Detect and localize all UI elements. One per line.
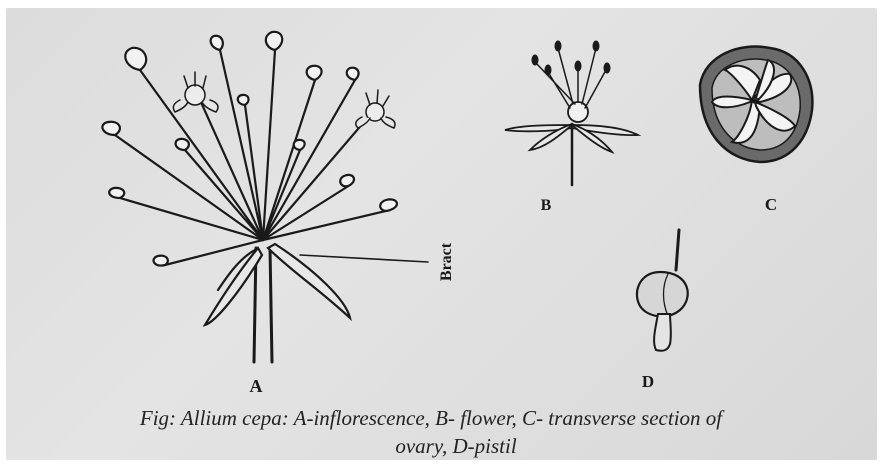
label-d: D xyxy=(642,372,654,391)
label-b: B xyxy=(541,197,552,214)
caption-line-2: ovary, D-pistil xyxy=(395,434,516,458)
flower-drawing xyxy=(505,41,638,185)
pistil-drawing xyxy=(637,230,688,351)
label-bract: Bract xyxy=(438,242,455,281)
ovary-section-drawing xyxy=(700,47,812,162)
inflorescence-drawing xyxy=(102,32,428,362)
label-a: A xyxy=(250,376,263,396)
caption-line-1: Fig: Allium cepa: A-inflorescence, B- fl… xyxy=(139,406,725,430)
label-c: C xyxy=(765,195,777,214)
